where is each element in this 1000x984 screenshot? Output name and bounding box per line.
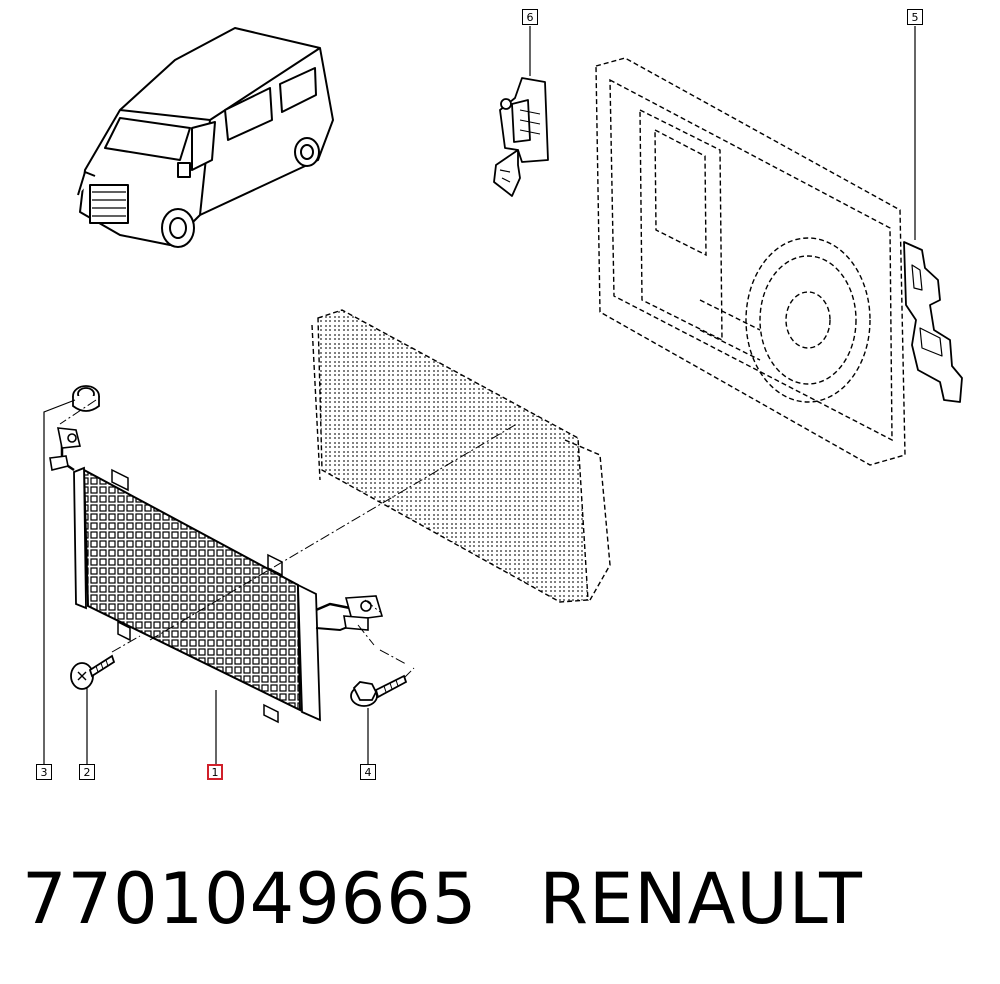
van-icon [77,27,334,248]
front-panel-ghost [595,57,906,466]
callout-2[interactable]: 2 [79,764,95,780]
pipe-fitting-icon [49,427,384,631]
callout-3[interactable]: 3 [36,764,52,780]
callout-1[interactable]: 1 [207,764,223,780]
grommet-icon [72,385,100,412]
screw-icon [70,654,116,690]
part-number: 7701049665 [22,858,478,940]
brand-name: RENAULT [539,858,863,940]
callout-6[interactable]: 6 [522,9,538,25]
callout-5[interactable]: 5 [907,9,923,25]
bolt-icon [350,674,408,707]
radiator-ghost [311,309,611,603]
callout-4[interactable]: 4 [360,764,376,780]
assembly-axis-lines [59,399,516,679]
part-caption: 7701049665 RENAULT [22,858,863,940]
ac-condenser [60,431,365,724]
leader-lines [43,26,916,764]
bracket-upper-icon [493,77,549,197]
bracket-side-icon [903,241,963,403]
